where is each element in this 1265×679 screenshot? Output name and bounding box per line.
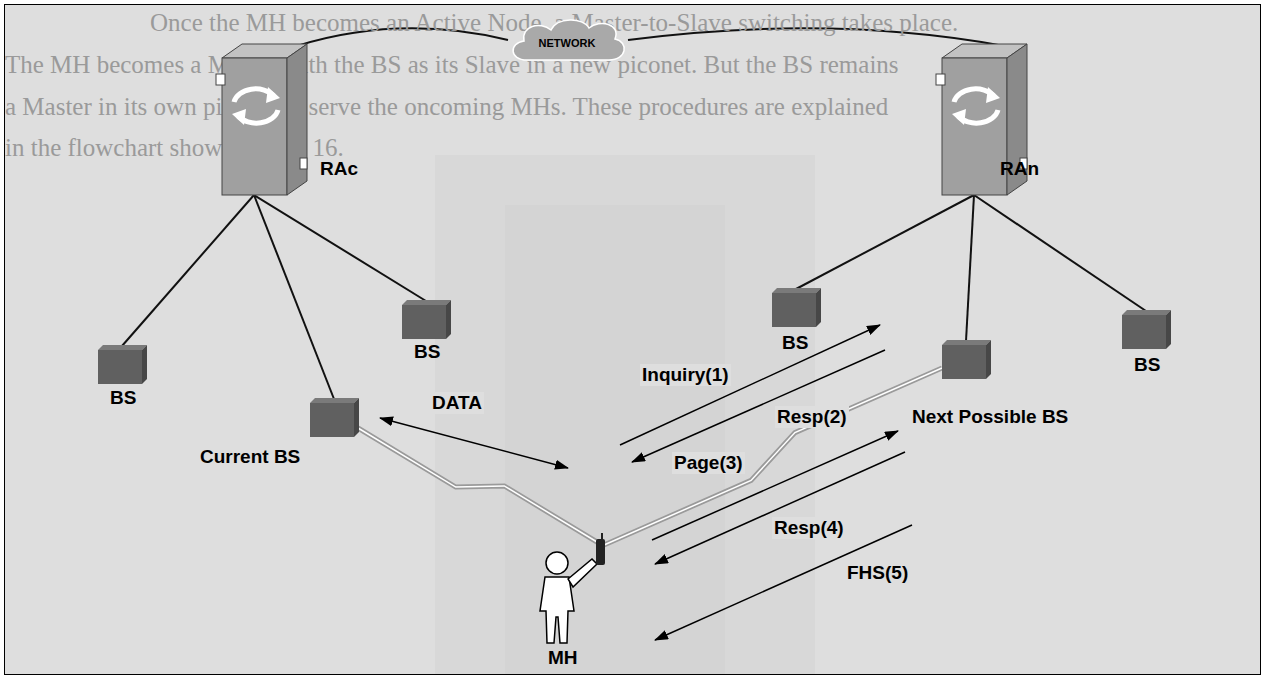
- node-label: MH: [548, 647, 578, 669]
- node-label: BS: [782, 332, 808, 354]
- connector-line: [254, 195, 334, 399]
- node-label: Next Possible BS: [912, 406, 1068, 428]
- node-label: RAc: [320, 158, 358, 180]
- message-label: FHS(5): [845, 562, 910, 584]
- base-station: Next Possible BS: [890, 340, 1080, 432]
- connector-line: [620, 325, 880, 445]
- router-tower: RAn: [932, 40, 1052, 200]
- node-label: Current BS: [200, 446, 300, 468]
- node-label: BS: [414, 341, 440, 363]
- message-label: DATA: [430, 392, 484, 414]
- message-label: Inquiry(1): [640, 364, 731, 386]
- connector-line: [632, 350, 885, 462]
- background-text: The MH becomes a Master with the BS as i…: [5, 50, 899, 80]
- connector-line: [655, 525, 912, 640]
- node-label: NETWORK: [539, 37, 596, 50]
- mobile-host: MH: [512, 535, 622, 671]
- base-station: BS: [1122, 310, 1172, 378]
- figure-frame: Once the MH becomes an Active Node, a Ma…: [4, 4, 1261, 675]
- message-label: Page(3): [672, 452, 745, 474]
- network-cloud: NETWORK: [505, 16, 629, 66]
- connector-line: [122, 195, 254, 346]
- base-station: Current BS: [200, 398, 362, 470]
- connector-line: [254, 195, 426, 301]
- connector-line: [652, 431, 898, 540]
- radio-link: [604, 368, 942, 545]
- connector-line: [796, 195, 974, 289]
- base-station: BS: [402, 300, 452, 366]
- base-station: BS: [772, 288, 822, 356]
- connector-line: [974, 195, 1146, 311]
- connector-line: [966, 195, 974, 341]
- node-label: RAn: [1000, 158, 1039, 180]
- router-tower: RAc: [212, 40, 363, 200]
- node-label: BS: [110, 387, 136, 409]
- background-text: a Master in its own piconet to serve the…: [5, 92, 888, 122]
- message-label: Resp(4): [772, 517, 846, 539]
- base-station: BS: [98, 345, 148, 411]
- connector-line: [655, 452, 905, 564]
- message-label: Resp(2): [775, 406, 849, 428]
- node-label: BS: [1134, 354, 1160, 376]
- radio-link: [358, 428, 602, 545]
